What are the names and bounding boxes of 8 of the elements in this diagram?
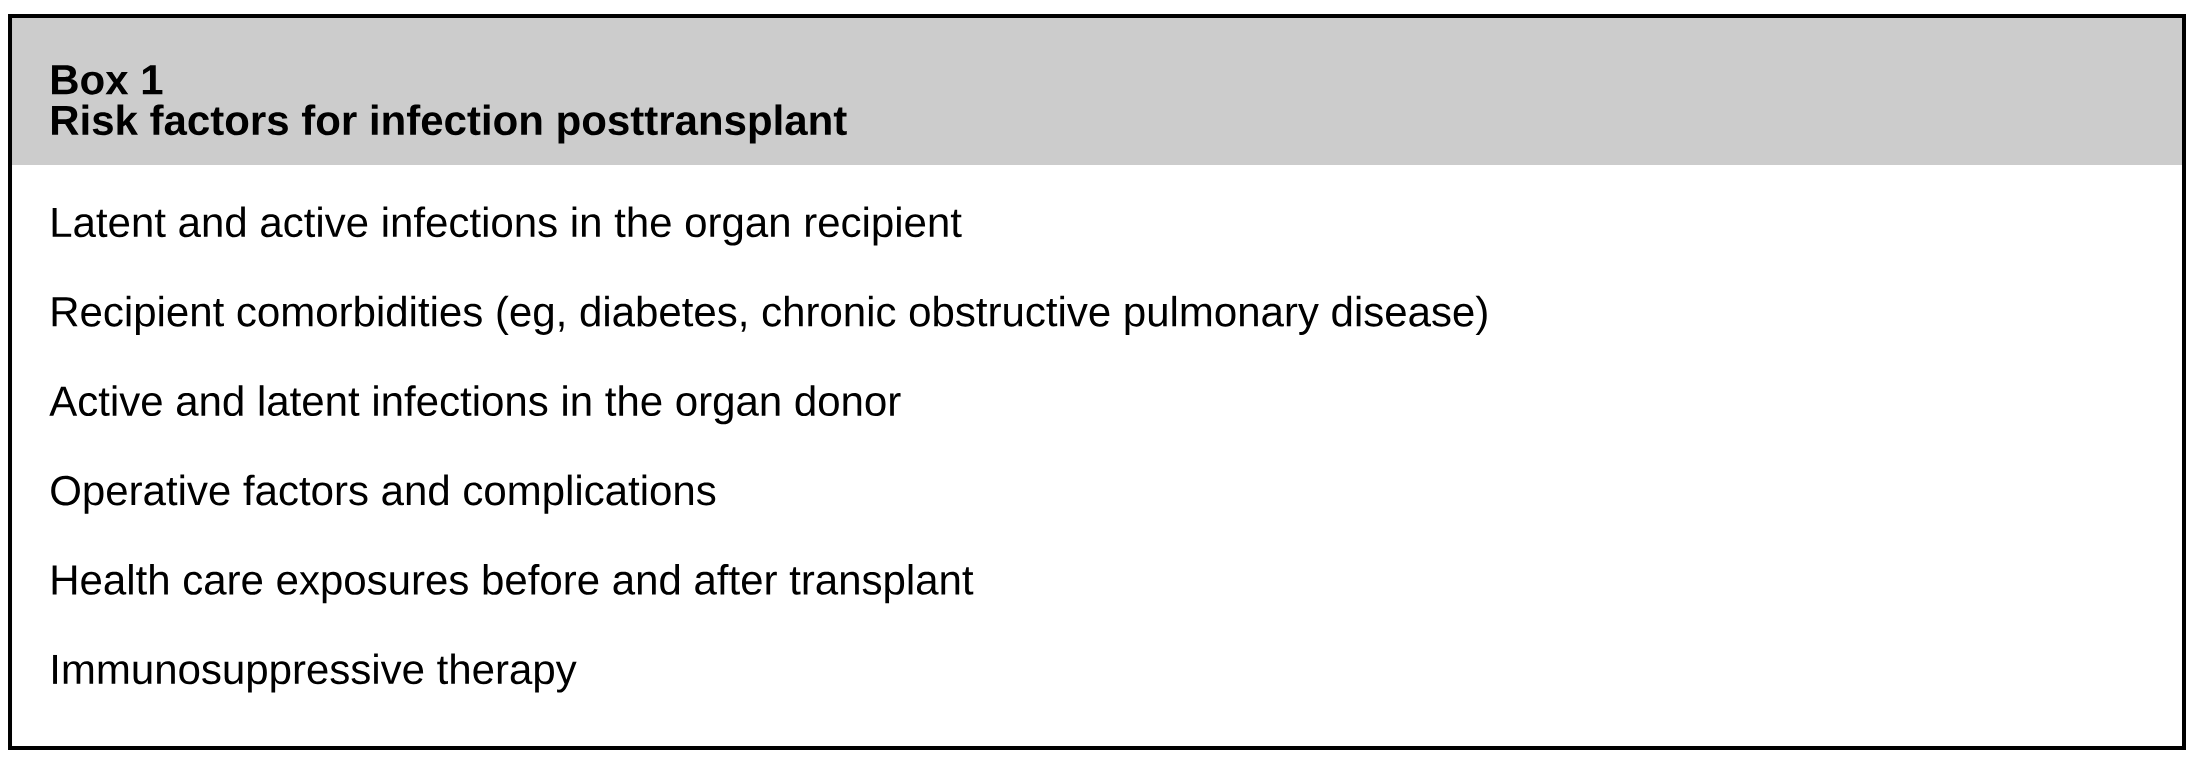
- list-item: Active and latent infections in the organ donor: [49, 385, 901, 425]
- list-item: Operative factors and complications: [51, 474, 716, 514]
- list-item: Health care exposures before and after transplant: [52, 564, 974, 604]
- list-item: Recipient comorbidities (eg, diabetes, chronic obstructive pulmonary disease): [52, 295, 1487, 335]
- box-heading: Risk factors for infection posttransplant: [52, 104, 847, 144]
- list-item: Immunosuppressive therapy: [53, 653, 577, 693]
- box-heading: Box 1: [52, 65, 163, 95]
- list-item: Latent and active infections in the organ recipient: [52, 206, 962, 246]
